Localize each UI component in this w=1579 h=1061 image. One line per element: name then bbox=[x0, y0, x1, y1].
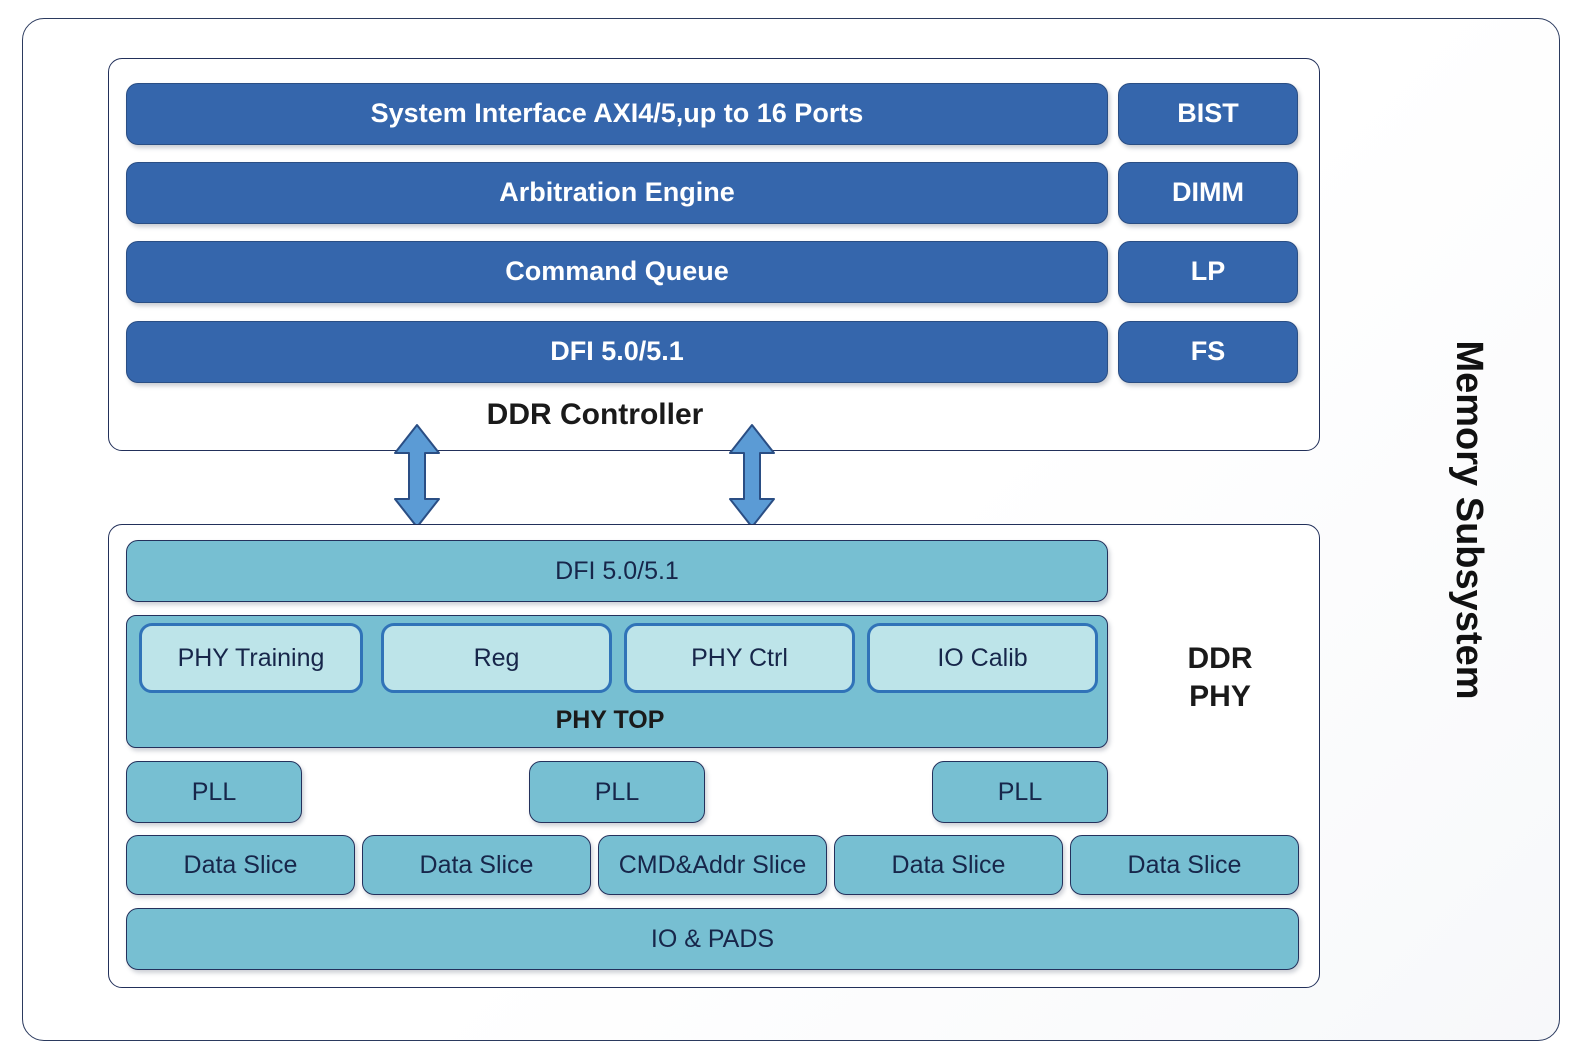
phy-top-subblock-label: PHY Training bbox=[177, 643, 325, 672]
controller-block-dfi[interactable]: DFI 5.0/5.1 bbox=[126, 321, 1108, 383]
phy-top-subblock-label: Reg bbox=[473, 643, 520, 672]
controller-block-system-interface[interactable]: System Interface AXI4/5,up to 16 Ports bbox=[126, 83, 1108, 145]
controller-side-block-fs[interactable]: FS bbox=[1118, 321, 1298, 383]
controller-block-label: Command Queue bbox=[505, 256, 729, 287]
phy-slice-block-data-2[interactable]: Data Slice bbox=[362, 835, 591, 895]
phy-top-subblock-io-calib[interactable]: IO Calib bbox=[867, 623, 1098, 693]
ddr-phy-label: DDR PHY bbox=[1187, 642, 1253, 714]
phy-slice-label: Data Slice bbox=[1127, 850, 1242, 879]
controller-block-label: Arbitration Engine bbox=[499, 177, 735, 208]
controller-side-block-label: FS bbox=[1190, 336, 1226, 367]
phy-pll-block-3[interactable]: PLL bbox=[932, 761, 1108, 823]
controller-side-block-label: BIST bbox=[1177, 98, 1239, 129]
phy-pll-label: PLL bbox=[997, 777, 1043, 806]
phy-top-label: PHY TOP bbox=[555, 706, 665, 734]
phy-slice-label: Data Slice bbox=[891, 850, 1006, 879]
controller-side-block-lp[interactable]: LP bbox=[1118, 241, 1298, 303]
phy-slice-label: Data Slice bbox=[419, 850, 534, 879]
phy-io-pads-block[interactable]: IO & PADS bbox=[126, 908, 1299, 970]
phy-top-subblock-phy-ctrl[interactable]: PHY Ctrl bbox=[624, 623, 855, 693]
phy-slice-label: Data Slice bbox=[183, 850, 298, 879]
phy-slice-label: CMD&Addr Slice bbox=[618, 850, 807, 879]
controller-block-command-queue[interactable]: Command Queue bbox=[126, 241, 1108, 303]
phy-pll-label: PLL bbox=[594, 777, 640, 806]
controller-side-block-dimm[interactable]: DIMM bbox=[1118, 162, 1298, 224]
phy-slice-block-data-4[interactable]: Data Slice bbox=[1070, 835, 1299, 895]
phy-top-subblock-phy-training[interactable]: PHY Training bbox=[139, 623, 363, 693]
memory-subsystem-side-label: Memory Subsystem bbox=[1448, 340, 1490, 700]
controller-block-label: DFI 5.0/5.1 bbox=[550, 336, 684, 367]
phy-top-subblock-reg[interactable]: Reg bbox=[381, 623, 612, 693]
controller-side-block-bist[interactable]: BIST bbox=[1118, 83, 1298, 145]
connector-arrow-right bbox=[729, 424, 775, 528]
controller-side-block-label: DIMM bbox=[1172, 177, 1244, 208]
phy-pll-block-1[interactable]: PLL bbox=[126, 761, 302, 823]
phy-block-label: DFI 5.0/5.1 bbox=[555, 556, 679, 585]
phy-slice-block-data-3[interactable]: Data Slice bbox=[834, 835, 1063, 895]
phy-slice-block-cmd-addr[interactable]: CMD&Addr Slice bbox=[598, 835, 827, 895]
phy-block-dfi[interactable]: DFI 5.0/5.1 bbox=[126, 540, 1108, 602]
phy-top-subblock-label: IO Calib bbox=[937, 643, 1028, 672]
connector-arrow-left bbox=[394, 424, 440, 528]
phy-io-pads-label: IO & PADS bbox=[650, 924, 775, 953]
phy-slice-block-data-1[interactable]: Data Slice bbox=[126, 835, 355, 895]
phy-pll-block-2[interactable]: PLL bbox=[529, 761, 705, 823]
controller-side-block-label: LP bbox=[1190, 256, 1226, 287]
controller-block-arbitration-engine[interactable]: Arbitration Engine bbox=[126, 162, 1108, 224]
ddr-controller-label: DDR Controller bbox=[486, 398, 704, 431]
controller-block-label: System Interface AXI4/5,up to 16 Ports bbox=[370, 98, 864, 129]
phy-top-subblock-label: PHY Ctrl bbox=[691, 643, 788, 672]
phy-pll-label: PLL bbox=[191, 777, 237, 806]
